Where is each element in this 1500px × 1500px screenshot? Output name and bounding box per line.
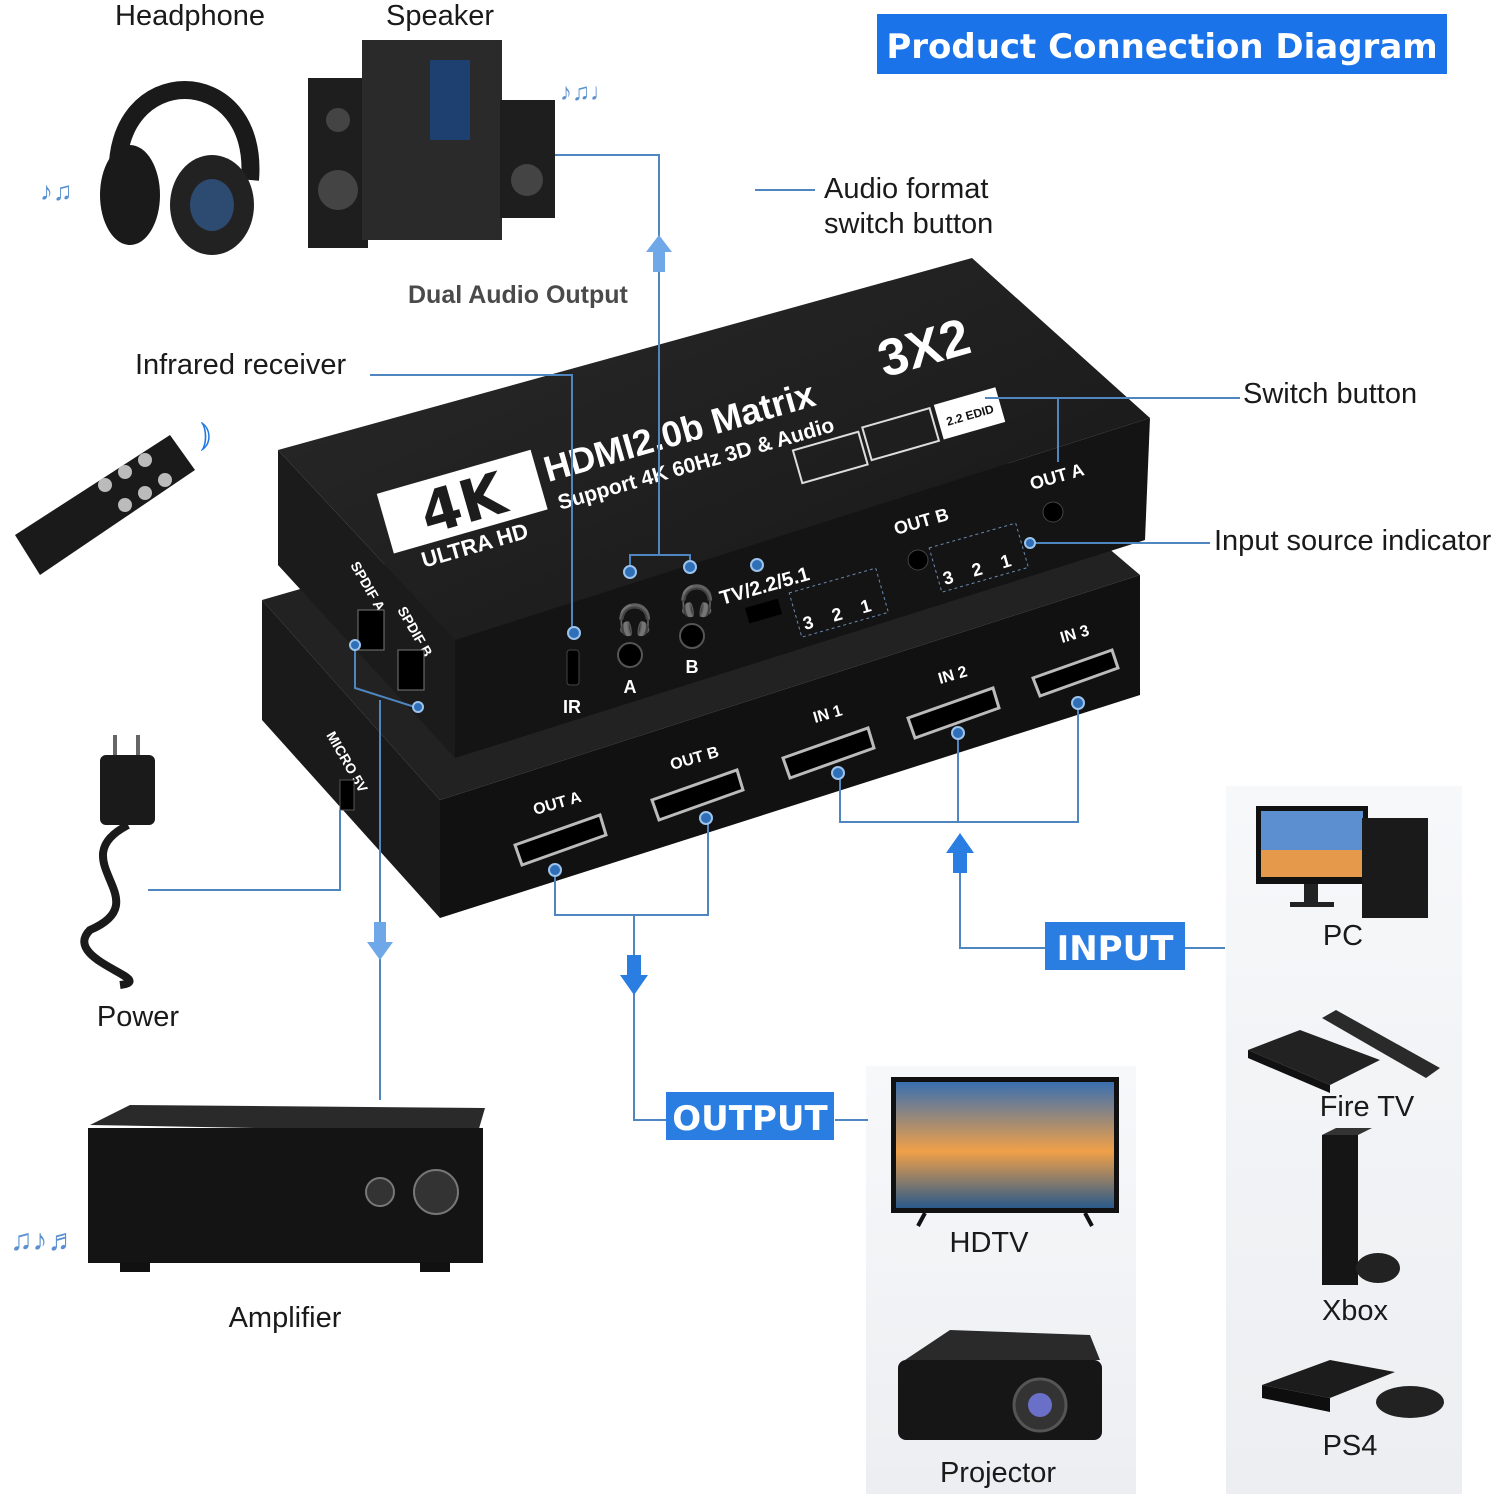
headphone-icon: 🎧 bbox=[678, 583, 715, 618]
ir-label: IR bbox=[563, 697, 581, 717]
headphone-image bbox=[100, 81, 260, 255]
lower-front-face bbox=[440, 575, 1140, 918]
out-b-switch-button[interactable] bbox=[907, 549, 929, 571]
music-notes-icon: ♪♫♩ bbox=[560, 79, 614, 106]
amplifier-label: Amplifier bbox=[229, 1302, 342, 1334]
ir-remote-image: ⦆ bbox=[15, 415, 211, 575]
projector-image bbox=[898, 1330, 1102, 1440]
fire-tv-image bbox=[1248, 1010, 1440, 1093]
music-notes-icon: ♫♪♬ bbox=[10, 1224, 78, 1257]
audio-format-label-line1: Audio format bbox=[824, 173, 988, 205]
svg-text:OUTPUT: OUTPUT bbox=[672, 1099, 828, 1139]
output-badge: OUTPUT bbox=[666, 1092, 834, 1140]
matrix-switch-device: 4K ULTRA HD HDMI2.0b Matrix Support 4K 6… bbox=[262, 258, 1150, 918]
upper-top-face bbox=[278, 258, 1150, 640]
power-label: Power bbox=[97, 1001, 180, 1033]
headphone-label: Headphone bbox=[115, 0, 265, 32]
out-a-switch-button[interactable] bbox=[1042, 501, 1064, 523]
speaker-image bbox=[308, 40, 555, 248]
page-title: Product Connection Diagram bbox=[886, 27, 1437, 67]
source-label-ps4: PS4 bbox=[1323, 1430, 1378, 1462]
input-badge: INPUT bbox=[1045, 922, 1185, 970]
xbox-image bbox=[1322, 1128, 1400, 1285]
power-adapter-image bbox=[80, 735, 155, 989]
source-label-xbox: Xbox bbox=[1322, 1295, 1389, 1327]
source-label-pc: PC bbox=[1323, 920, 1363, 952]
jack-b-label: B bbox=[686, 657, 699, 677]
ps4-image bbox=[1262, 1360, 1444, 1418]
jack-a-label: A bbox=[624, 677, 637, 697]
headphone-icon: 🎧 bbox=[616, 602, 653, 637]
source-label-fire-tv: Fire TV bbox=[1320, 1091, 1415, 1123]
input-source-indicator-label: Input source indicator bbox=[1214, 525, 1492, 557]
lower-side-face bbox=[262, 600, 440, 918]
arrow-down-icon bbox=[367, 922, 393, 960]
audio-format-label-line2: switch button bbox=[824, 208, 993, 240]
speaker-label: Speaker bbox=[386, 0, 494, 32]
infrared-receiver-label: Infrared receiver bbox=[135, 349, 346, 381]
music-notes-icon: ♪♫ bbox=[40, 176, 73, 206]
display-label-projector: Projector bbox=[940, 1457, 1056, 1489]
dual-audio-output-label: Dual Audio Output bbox=[408, 281, 629, 309]
upper-front-face bbox=[455, 418, 1150, 758]
ir-receiver bbox=[566, 649, 580, 686]
spdif-a-port[interactable] bbox=[357, 609, 385, 651]
arrow-up-icon bbox=[946, 833, 974, 873]
pc-image bbox=[1256, 806, 1428, 918]
svg-text:INPUT: INPUT bbox=[1057, 929, 1175, 969]
arrow-down-icon bbox=[620, 955, 648, 995]
display-label-hdtv: HDTV bbox=[950, 1227, 1030, 1259]
wireless-signal-icon: ⦆ bbox=[200, 415, 211, 453]
title-banner: Product Connection Diagram bbox=[877, 14, 1447, 74]
headphone-jack-a[interactable] bbox=[617, 642, 643, 668]
arrow-up-icon bbox=[646, 235, 672, 272]
audio-format-switch[interactable] bbox=[745, 598, 783, 624]
4k-logo bbox=[376, 449, 548, 554]
spdif-b-port[interactable] bbox=[397, 649, 425, 691]
connector-lines bbox=[148, 154, 1240, 1121]
amplifier-image bbox=[88, 1105, 485, 1272]
micro-usb-port[interactable] bbox=[339, 779, 355, 811]
hdtv-image bbox=[891, 1077, 1119, 1227]
switch-button-label: Switch button bbox=[1243, 378, 1417, 410]
headphone-jack-b[interactable] bbox=[679, 623, 705, 649]
